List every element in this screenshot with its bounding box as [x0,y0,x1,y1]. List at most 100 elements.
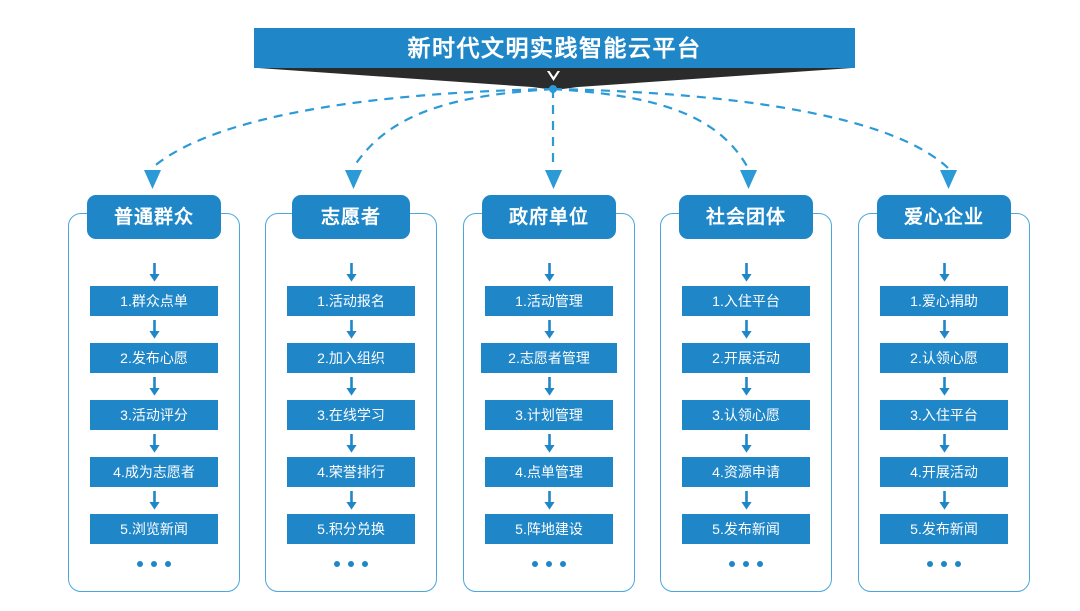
item-box[interactable]: 3.认领心愿 [682,400,810,430]
item-box[interactable]: 5.阵地建设 [485,514,613,544]
item-box[interactable]: 4.资源申请 [682,457,810,487]
item-box[interactable]: 2.发布心愿 [90,343,218,373]
item-label: 1.入住平台 [712,293,780,309]
page-title: 新时代文明实践智能云平台 [407,34,702,61]
flow-arrow-icon [660,259,832,286]
flow-arrow-icon [463,373,635,400]
item-box[interactable]: 2.志愿者管理 [481,343,617,373]
more-items-ellipsis [660,544,832,584]
column-group-5: 爱心企业 1.爱心捐助 2.认领心愿 3.入住平台 4.开展活动 5.发布新闻 [858,195,1030,592]
column-header-label: 社会团体 [705,206,786,228]
flow-arrow-icon [660,373,832,400]
item-label: 3.入住平台 [910,407,978,423]
column-header-label: 志愿者 [320,206,381,228]
item-label: 3.认领心愿 [712,407,780,423]
column-header-5[interactable]: 爱心企业 [877,195,1011,239]
item-label: 1.爱心捐助 [910,293,978,309]
connector-arrowheads [144,170,957,189]
item-box[interactable]: 1.入住平台 [682,286,810,316]
flow-arrow-icon [858,430,1030,457]
platform-banner: 新时代文明实践智能云平台 [0,0,1080,100]
item-label: 4.资源申请 [712,464,780,480]
item-box[interactable]: 5.积分兑换 [287,514,415,544]
column-items-2: 1.活动报名 2.加入组织 3.在线学习 4.荣誉排行 5.积分兑换 [265,259,437,584]
item-box[interactable]: 4.开展活动 [880,457,1008,487]
column-header-label: 政府单位 [508,206,589,228]
more-items-ellipsis [463,544,635,584]
item-label: 2.开展活动 [712,350,780,366]
column-header-label: 普通群众 [113,206,194,228]
item-box[interactable]: 4.荣誉排行 [287,457,415,487]
item-box[interactable]: 1.活动管理 [485,286,613,316]
item-box[interactable]: 3.入住平台 [880,400,1008,430]
column-header-label: 爱心企业 [903,206,984,228]
column-header-3[interactable]: 政府单位 [482,195,616,239]
flow-arrow-icon [463,259,635,286]
connector-to-col-4 [552,87,749,169]
flow-arrow-icon [68,316,240,343]
item-label: 1.活动管理 [515,293,583,309]
item-label: 2.发布心愿 [120,350,188,366]
flow-arrow-icon [265,259,437,286]
item-label: 5.阵地建设 [515,521,583,537]
flow-arrow-icon [463,316,635,343]
flow-arrow-icon [68,259,240,286]
item-label: 4.荣誉排行 [317,464,385,480]
item-box[interactable]: 1.活动报名 [287,286,415,316]
item-label: 5.发布新闻 [910,521,978,537]
item-label: 1.活动报名 [317,293,385,309]
item-label: 5.发布新闻 [712,521,780,537]
item-label: 3.计划管理 [515,407,583,423]
item-box[interactable]: 2.开展活动 [682,343,810,373]
item-box[interactable]: 1.群众点单 [90,286,218,316]
connector-to-col-1 [151,87,554,169]
banner-bar: 新时代文明实践智能云平台 [254,28,855,68]
column-group-4: 社会团体 1.入住平台 2.开展活动 3.认领心愿 4.资源申请 5.发布新闻 [660,195,832,592]
chevron-down-icon [547,71,560,81]
column-header-4[interactable]: 社会团体 [679,195,813,239]
column-items-4: 1.入住平台 2.开展活动 3.认领心愿 4.资源申请 5.发布新闻 [660,259,832,584]
column-header-1[interactable]: 普通群众 [87,195,221,239]
item-box[interactable]: 5.浏览新闻 [90,514,218,544]
connector-to-col-5 [552,87,949,169]
flow-arrow-icon [858,259,1030,286]
column-items-5: 1.爱心捐助 2.认领心愿 3.入住平台 4.开展活动 5.发布新闻 [858,259,1030,584]
column-items-1: 1.群众点单 2.发布心愿 3.活动评分 4.成为志愿者 5.浏览新闻 [68,259,240,584]
flow-arrow-icon [265,316,437,343]
flow-arrow-icon [68,373,240,400]
item-label: 3.活动评分 [120,407,188,423]
flow-arrow-icon [265,487,437,514]
item-box[interactable]: 3.在线学习 [287,400,415,430]
connector-to-col-2 [352,87,554,169]
flow-arrow-icon [68,430,240,457]
column-group-2: 志愿者 1.活动报名 2.加入组织 3.在线学习 4.荣誉排行 5.积分兑换 [265,195,437,592]
item-box[interactable]: 4.成为志愿者 [90,457,218,487]
more-items-ellipsis [68,544,240,584]
more-items-ellipsis [858,544,1030,584]
item-box[interactable]: 3.活动评分 [90,400,218,430]
item-label: 5.浏览新闻 [120,521,188,537]
item-box[interactable]: 5.发布新闻 [682,514,810,544]
flow-arrow-icon [660,316,832,343]
item-label: 5.积分兑换 [317,521,385,537]
item-box[interactable]: 1.爱心捐助 [880,286,1008,316]
flow-arrow-icon [463,487,635,514]
flow-arrow-icon [858,316,1030,343]
column-group-3: 政府单位 1.活动管理 2.志愿者管理 3.计划管理 4.点单管理 5.阵地建设 [463,195,635,592]
flow-arrow-icon [463,430,635,457]
item-label: 3.在线学习 [317,407,385,423]
item-label: 2.志愿者管理 [508,350,590,366]
column-group-1: 普通群众 1.群众点单 2.发布心愿 3.活动评分 4.成为志愿者 5.浏览新闻 [68,195,240,592]
flow-arrow-icon [68,487,240,514]
column-items-3: 1.活动管理 2.志愿者管理 3.计划管理 4.点单管理 5.阵地建设 [463,259,635,584]
item-box[interactable]: 3.计划管理 [485,400,613,430]
item-label: 2.加入组织 [317,350,385,366]
item-label: 4.开展活动 [910,464,978,480]
item-box[interactable]: 2.加入组织 [287,343,415,373]
item-box[interactable]: 2.认领心愿 [880,343,1008,373]
column-header-2[interactable]: 志愿者 [292,195,410,239]
flow-arrow-icon [265,373,437,400]
item-box[interactable]: 5.发布新闻 [880,514,1008,544]
flow-arrow-icon [660,487,832,514]
item-box[interactable]: 4.点单管理 [485,457,613,487]
